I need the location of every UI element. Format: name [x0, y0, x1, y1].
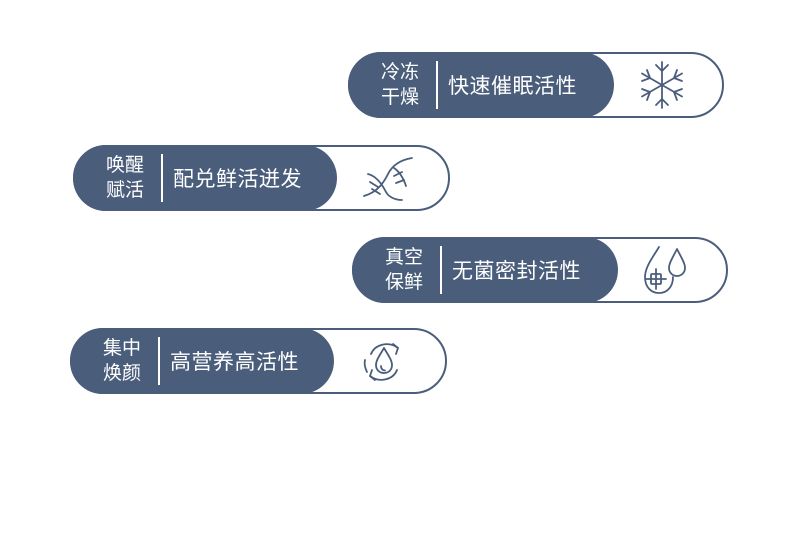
pill-divider	[440, 246, 442, 294]
dna-helix-icon	[347, 147, 427, 209]
pill-tag-line1: 冷冻	[380, 61, 419, 83]
pill-tag: 唤醒 赋活	[97, 153, 153, 203]
pill-tag-line1: 真空	[384, 246, 423, 268]
feature-pill-awaken: 唤醒 赋活 配兑鲜活迸发	[73, 145, 450, 211]
pill-tag-line2: 干燥	[380, 86, 419, 108]
pill-tag-line1: 唤醒	[105, 154, 144, 176]
feature-pill-freeze-dry: 冷冻 干燥 快速催眠活性	[348, 52, 724, 118]
pill-label-area: 真空 保鲜 无菌密封活性	[352, 237, 618, 303]
pill-divider	[161, 154, 163, 202]
drop-cycle-icon	[344, 330, 424, 392]
feature-pill-vacuum: 真空 保鲜 无菌密封活性	[352, 237, 728, 303]
pill-label-area: 冷冻 干燥 快速催眠活性	[348, 52, 614, 118]
pill-label-area: 集中 焕颜 高营养高活性	[70, 328, 334, 394]
pill-divider	[158, 337, 160, 385]
pill-label-area: 唤醒 赋活 配兑鲜活迸发	[73, 145, 337, 211]
water-drops-plus-icon	[624, 239, 704, 301]
pill-tag-line2: 赋活	[105, 179, 144, 201]
snowflake-icon	[622, 54, 702, 116]
feature-pill-concentrate: 集中 焕颜 高营养高活性	[70, 328, 447, 394]
pill-tag: 集中 焕颜	[94, 336, 150, 386]
pill-tag-line2: 焕颜	[102, 362, 141, 384]
pill-feature-text: 高营养高活性	[170, 350, 299, 374]
pill-tag-line1: 集中	[102, 337, 141, 359]
pill-feature-text: 配兑鲜活迸发	[173, 167, 302, 191]
pill-feature-text: 快速催眠活性	[448, 74, 577, 98]
pill-feature-text: 无菌密封活性	[452, 259, 581, 283]
pill-tag: 冷冻 干燥	[372, 60, 428, 110]
pill-tag: 真空 保鲜	[376, 245, 432, 295]
pill-tag-line2: 保鲜	[384, 271, 423, 293]
pill-divider	[436, 61, 438, 109]
